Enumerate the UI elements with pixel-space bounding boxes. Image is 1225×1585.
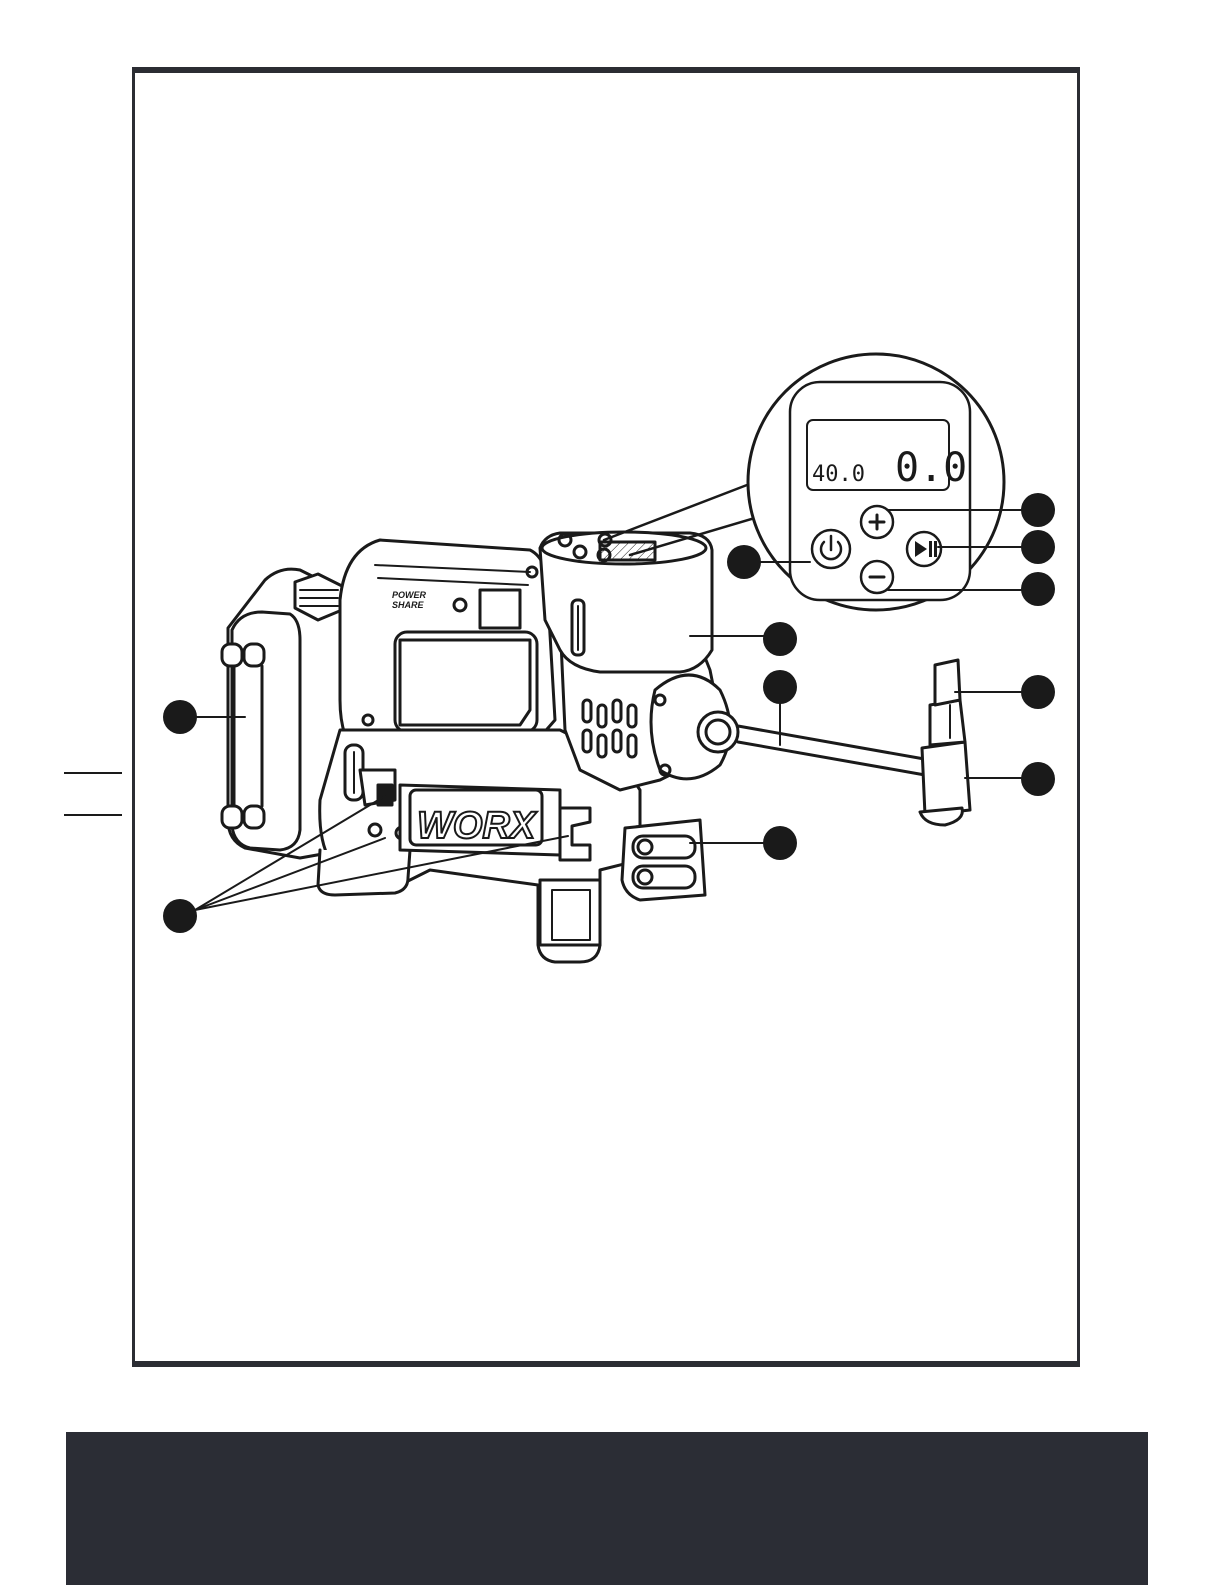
- footer-band: [66, 1432, 1148, 1585]
- margin-rule-bottom: [64, 814, 122, 816]
- margin-rule-top: [64, 772, 122, 774]
- diagram-frame: [132, 67, 1080, 1367]
